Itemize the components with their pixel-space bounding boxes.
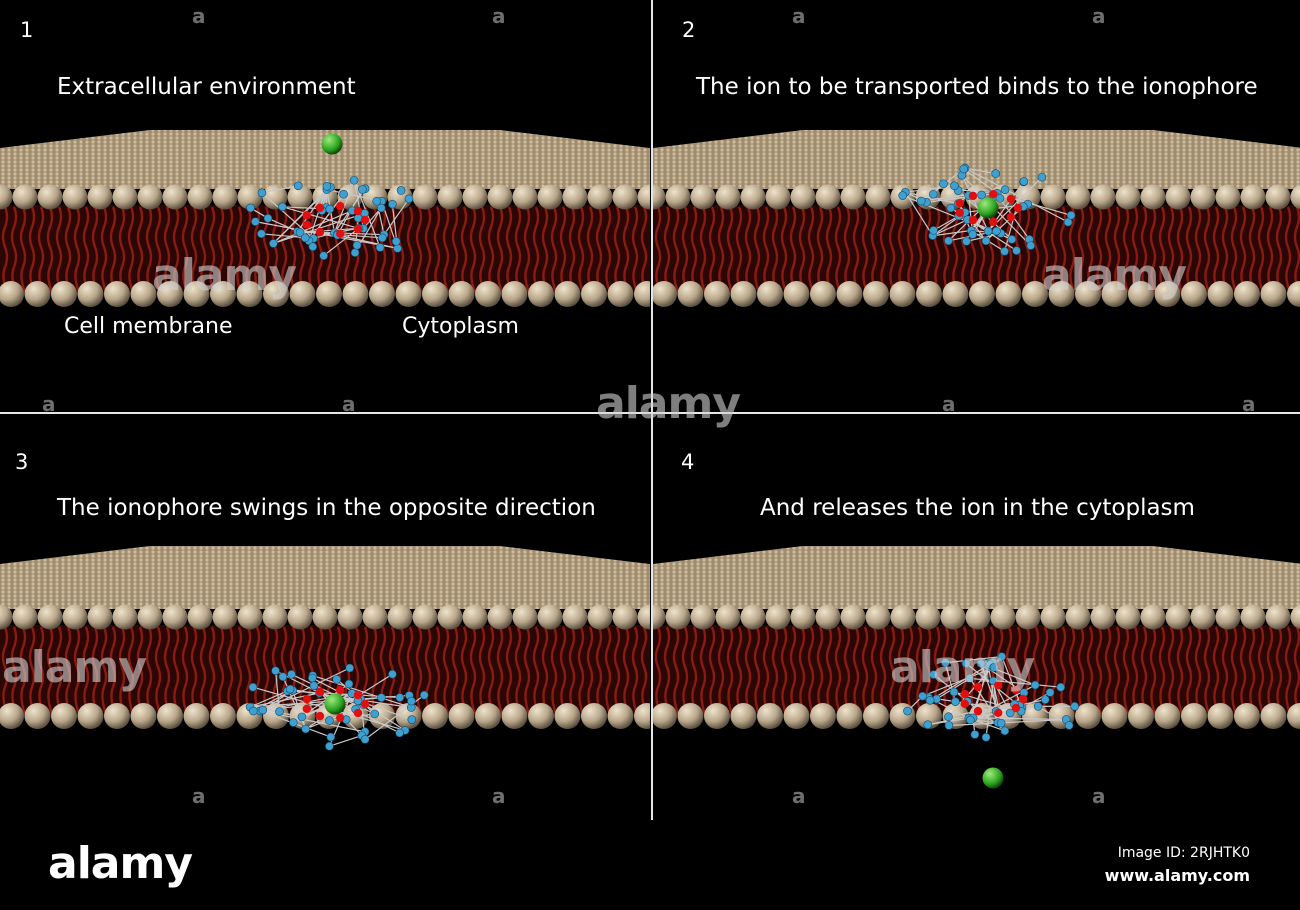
- panel-caption: The ionophore swings in the opposite dir…: [57, 495, 596, 521]
- ionophore-molecule: [246, 175, 414, 260]
- ion: [982, 767, 1004, 789]
- membrane-surface: [0, 130, 650, 189]
- membrane-illustration: [0, 130, 650, 307]
- ion: [321, 133, 343, 155]
- ion: [977, 197, 999, 219]
- watermark-logo: alamy: [152, 250, 297, 301]
- lipid-heads: [0, 604, 650, 729]
- cell-membrane-label: Cell membrane: [64, 314, 233, 339]
- panel-2: 2 The ion to be transported binds to the…: [653, 0, 1300, 410]
- watermark-a: a: [192, 784, 206, 808]
- panel-4: 4 And releases the ion in the cytoplasm: [653, 414, 1300, 824]
- alamy-logo: alamy: [48, 838, 193, 889]
- watermark-a: a: [1092, 4, 1106, 28]
- watermark-a: a: [492, 784, 506, 808]
- watermark-logo: alamy: [1042, 250, 1187, 301]
- horizontal-divider: [0, 412, 1300, 414]
- watermark-a: a: [42, 392, 56, 416]
- lipid-tails: [0, 625, 650, 715]
- watermark-a: a: [942, 392, 956, 416]
- watermark-a: a: [1092, 784, 1106, 808]
- watermark-a: a: [792, 4, 806, 28]
- panel-caption: The ion to be transported binds to the i…: [696, 74, 1258, 100]
- panel-number: 4: [681, 450, 695, 474]
- panel-number: 1: [20, 18, 34, 42]
- ionophore-molecule: [903, 652, 1079, 742]
- panel-number: 2: [682, 18, 696, 42]
- watermark-logo: alamy: [890, 642, 1035, 693]
- vertical-divider: [651, 0, 653, 820]
- ion: [324, 693, 346, 715]
- watermark-a: a: [792, 784, 806, 808]
- membrane-illustration: [653, 546, 1300, 789]
- panel-caption: And releases the ion in the cytoplasm: [760, 495, 1195, 521]
- membrane-surface: [0, 546, 650, 609]
- ionophore-molecule: [898, 163, 1076, 256]
- watermark-logo: alamy: [596, 378, 741, 429]
- watermark-a: a: [342, 392, 356, 416]
- watermark-a: a: [192, 4, 206, 28]
- image-id: Image ID: 2RJHTK0: [1117, 845, 1250, 861]
- panel-caption: Extracellular environment: [57, 74, 356, 100]
- panel-3: 3 The ionophore swings in the opposite d…: [0, 414, 650, 824]
- lipid-tails: [0, 205, 650, 293]
- watermark-a: a: [1242, 392, 1256, 416]
- watermark-a: a: [492, 4, 506, 28]
- panel-1: 1 Extracellular environment Cell membran…: [0, 0, 650, 410]
- membrane-surface: [653, 546, 1300, 609]
- membrane-illustration: [653, 130, 1300, 307]
- watermark-logo: alamy: [2, 642, 147, 693]
- membrane-surface: [653, 130, 1300, 189]
- site-url: www.alamy.com: [1104, 866, 1250, 885]
- cytoplasm-label: Cytoplasm: [402, 314, 519, 339]
- panel-number: 3: [15, 450, 29, 474]
- membrane-illustration: [0, 546, 650, 751]
- lipid-heads: [653, 604, 1300, 729]
- lipid-heads: [0, 184, 650, 307]
- lipid-tails: [653, 625, 1300, 715]
